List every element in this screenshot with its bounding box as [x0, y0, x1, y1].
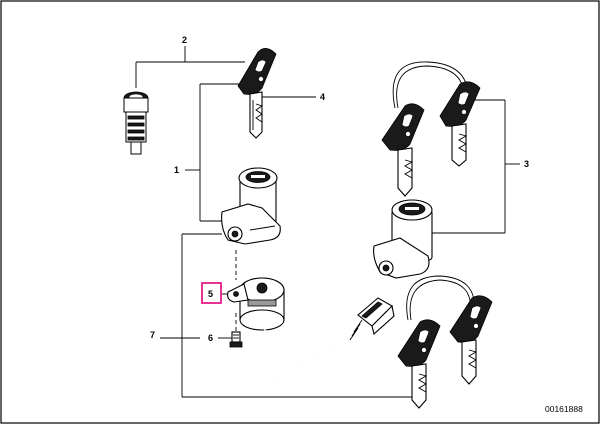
callout-1: 1	[174, 165, 179, 175]
lock-housing-right	[373, 199, 433, 279]
key-set-upper	[381, 61, 481, 197]
screw	[229, 331, 243, 348]
callout-5-highlight	[201, 282, 222, 304]
callout-4: 4	[320, 92, 325, 102]
callout-6: 6	[208, 333, 213, 343]
callout-7: 7	[150, 330, 155, 340]
key-single	[237, 48, 277, 139]
lock-cylinder-small	[123, 91, 149, 155]
callout-2: 2	[182, 35, 187, 45]
callout-5: 5	[208, 289, 213, 299]
key-set-lower	[397, 275, 493, 409]
diagram-code: 00161888	[545, 404, 583, 414]
ignition-switch	[227, 277, 395, 380]
callout-3: 3	[524, 159, 529, 169]
ignition-lock-housing	[221, 167, 281, 245]
